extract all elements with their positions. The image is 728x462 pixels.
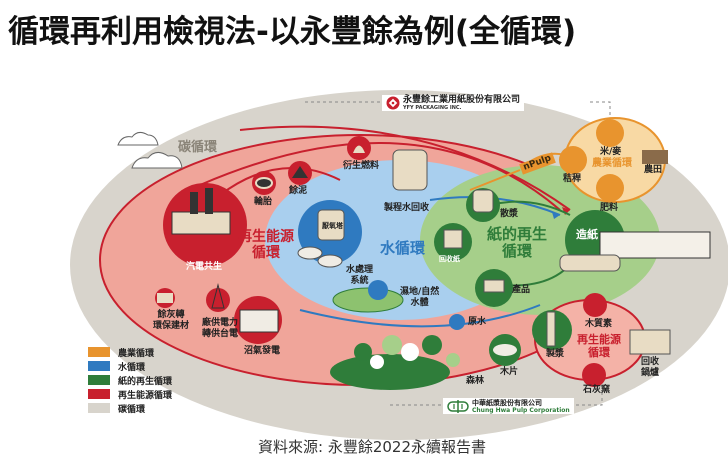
label-straw: 秸稈: [563, 174, 582, 184]
legend-label-carbon: 碳循環: [118, 404, 146, 415]
legend: 農業循環 水循環 紙的再生循環 再生能源循環 碳循環: [88, 345, 172, 415]
paper-cycle-label-line2: 循環: [502, 242, 533, 261]
label-lime-kiln: 石灰窯: [583, 385, 611, 395]
company-yfy-name: 永豐餘工業用紙股份有限公司: [403, 95, 521, 105]
label-derived-fuel: 衍生燃料: [343, 161, 380, 171]
renewable-cycle-2-label: 再生能源 循環: [577, 333, 621, 359]
paper-cycle-label: 紙的再生 循環: [487, 225, 548, 261]
legend-swatch-agri: [88, 347, 110, 357]
label-raw-water: 原水: [468, 317, 487, 327]
label-lignin: 木質素: [585, 319, 613, 329]
label-wetland-line2: 水體: [410, 298, 429, 308]
label-recovery-boiler-line1: 回收: [641, 357, 660, 367]
legend-swatch-renewable: [88, 389, 110, 399]
label-biogas: 沼氣發電: [244, 346, 281, 356]
label-products: 產品: [512, 285, 531, 295]
water-cycle-label: 水循環: [380, 239, 426, 257]
label-ash-line1: 餘灰轉: [157, 310, 185, 320]
label-sludge: 餘泥: [289, 186, 308, 196]
label-water-treatment-line1: 水處理: [346, 265, 374, 275]
label-power: 廠供電力 轉供台電: [202, 318, 238, 340]
label-power-line1: 廠供電力: [202, 318, 239, 328]
label-ash: 餘灰轉 環保建材: [153, 310, 189, 332]
paper-cycle-label-line1: 紙的再生: [487, 225, 548, 243]
legend-item-agri: 農業循環: [88, 345, 172, 359]
renewable-cycle-label: 再生能源 循環: [238, 229, 294, 261]
legend-swatch-water: [88, 361, 110, 371]
legend-item-renewable: 再生能源循環: [88, 387, 172, 401]
label-pulping: 散漿: [500, 209, 519, 219]
renewable-cycle-2-line2: 循環: [588, 345, 610, 359]
company-chung-hwa-sub: Chung Hwa Pulp Corporation: [472, 407, 570, 414]
company-yfy-sub: YFY PACKAGING INC.: [403, 105, 462, 111]
label-recycled-paper: 回收紙: [439, 255, 460, 263]
label-farmland: 農田: [644, 165, 663, 175]
label-tires: 輪胎: [254, 197, 273, 207]
label-fertilizer: 肥料: [600, 203, 619, 213]
label-rice-wheat: 米/麥: [600, 147, 622, 157]
label-cogeneration: 汽電共生: [186, 262, 223, 272]
company-yfy: 永豐餘工業用紙股份有限公司 YFY PACKAGING INC.: [382, 95, 525, 111]
yfy-logo-icon: [386, 96, 400, 110]
chung-hwa-logo-icon: [447, 399, 469, 413]
renewable-cycle-label-line2: 循環: [252, 245, 280, 262]
page-title: 循環再利用檢視法-以永豐餘為例(全循環): [8, 14, 577, 50]
legend-label-water: 水循環: [118, 362, 146, 373]
company-chung-hwa: 中華紙漿股份有限公司 Chung Hwa Pulp Corporation: [443, 398, 574, 414]
agri-cycle-label: 農業循環: [592, 158, 632, 169]
label-process-water: 製程水回收: [384, 203, 430, 213]
source-caption: 資料來源: 永豐餘2022永續報告書: [258, 438, 486, 456]
label-anaerobic: 厭氧塔: [322, 222, 343, 230]
legend-label-renewable: 再生能源循環: [118, 390, 173, 401]
label-recovery-boiler-line2: 鍋爐: [641, 368, 660, 378]
legend-label-agri: 農業循環: [118, 348, 155, 359]
legend-label-paper: 紙的再生循環: [118, 376, 173, 387]
renewable-cycle-label-line1: 再生能源: [238, 229, 294, 245]
label-water-treatment: 水處理 系統: [346, 265, 373, 287]
legend-item-water: 水循環: [88, 359, 172, 373]
company-chung-hwa-name: 中華紙漿股份有限公司: [472, 399, 542, 407]
legend-item-carbon: 碳循環: [88, 401, 172, 415]
label-wetland: 濕地/自然 水體: [400, 287, 439, 309]
legend-item-paper: 紙的再生循環: [88, 373, 172, 387]
label-ash-line2: 環保建材: [153, 321, 190, 331]
legend-swatch-carbon: [88, 403, 110, 413]
label-papermaking: 造紙: [576, 228, 598, 241]
label-forest: 森林: [466, 376, 485, 386]
carbon-cycle-label: 碳循環: [178, 140, 218, 155]
label-wood-chips: 木片: [500, 367, 519, 377]
legend-swatch-paper: [88, 375, 110, 385]
label-pulp-making: 製漿: [546, 349, 565, 359]
label-power-line2: 轉供台電: [202, 329, 239, 339]
label-wetland-line1: 濕地/自然: [400, 287, 440, 297]
label-recovery-boiler: 回收 鍋爐: [641, 357, 659, 379]
renewable-cycle-2-line1: 再生能源: [577, 333, 621, 346]
label-water-treatment-line2: 系統: [350, 276, 369, 286]
